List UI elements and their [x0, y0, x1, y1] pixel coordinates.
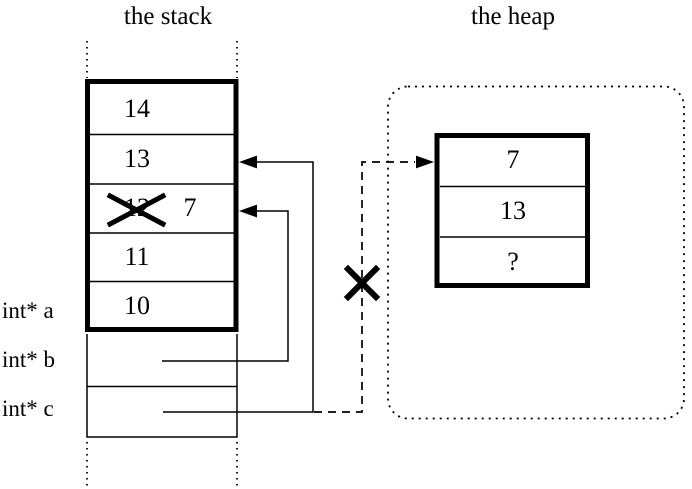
- pointer-label-c: int* c: [2, 396, 54, 421]
- stack-title: the stack: [123, 3, 213, 30]
- invalid-pointer-x-mark: [343, 264, 381, 302]
- pointer-c-line: [163, 161, 314, 413]
- pointer-label-a: int* a: [2, 298, 54, 323]
- heap-cell-value: ?: [507, 247, 519, 276]
- heap-title: the heap: [471, 3, 555, 30]
- stack-cell-value: 10: [124, 291, 150, 320]
- stack-cell-value: 13: [124, 144, 150, 173]
- pointer-c-arrowhead: [239, 155, 257, 169]
- heap-region-outline: [387, 85, 685, 420]
- stack-box: [85, 79, 239, 332]
- stack-cell-value: 11: [124, 242, 150, 271]
- pointer-b-arrowhead: [239, 204, 257, 218]
- stack-cell-value-crossed-out: 12: [124, 193, 150, 222]
- heap-box: [434, 133, 590, 288]
- crossed-out-value-x-mark: [106, 192, 167, 228]
- stack-cell-value: 14: [124, 94, 150, 123]
- heap-cell-value: 13: [500, 196, 526, 225]
- pointer-b-line: [162, 210, 289, 362]
- heap-cell-value: 7: [506, 145, 520, 174]
- pointer-label-b: int* b: [2, 347, 56, 372]
- stack-cell-new-value: 7: [183, 193, 197, 222]
- pointer-cells-outline: [86, 334, 238, 438]
- dangling-pointer-arrowhead: [416, 155, 434, 169]
